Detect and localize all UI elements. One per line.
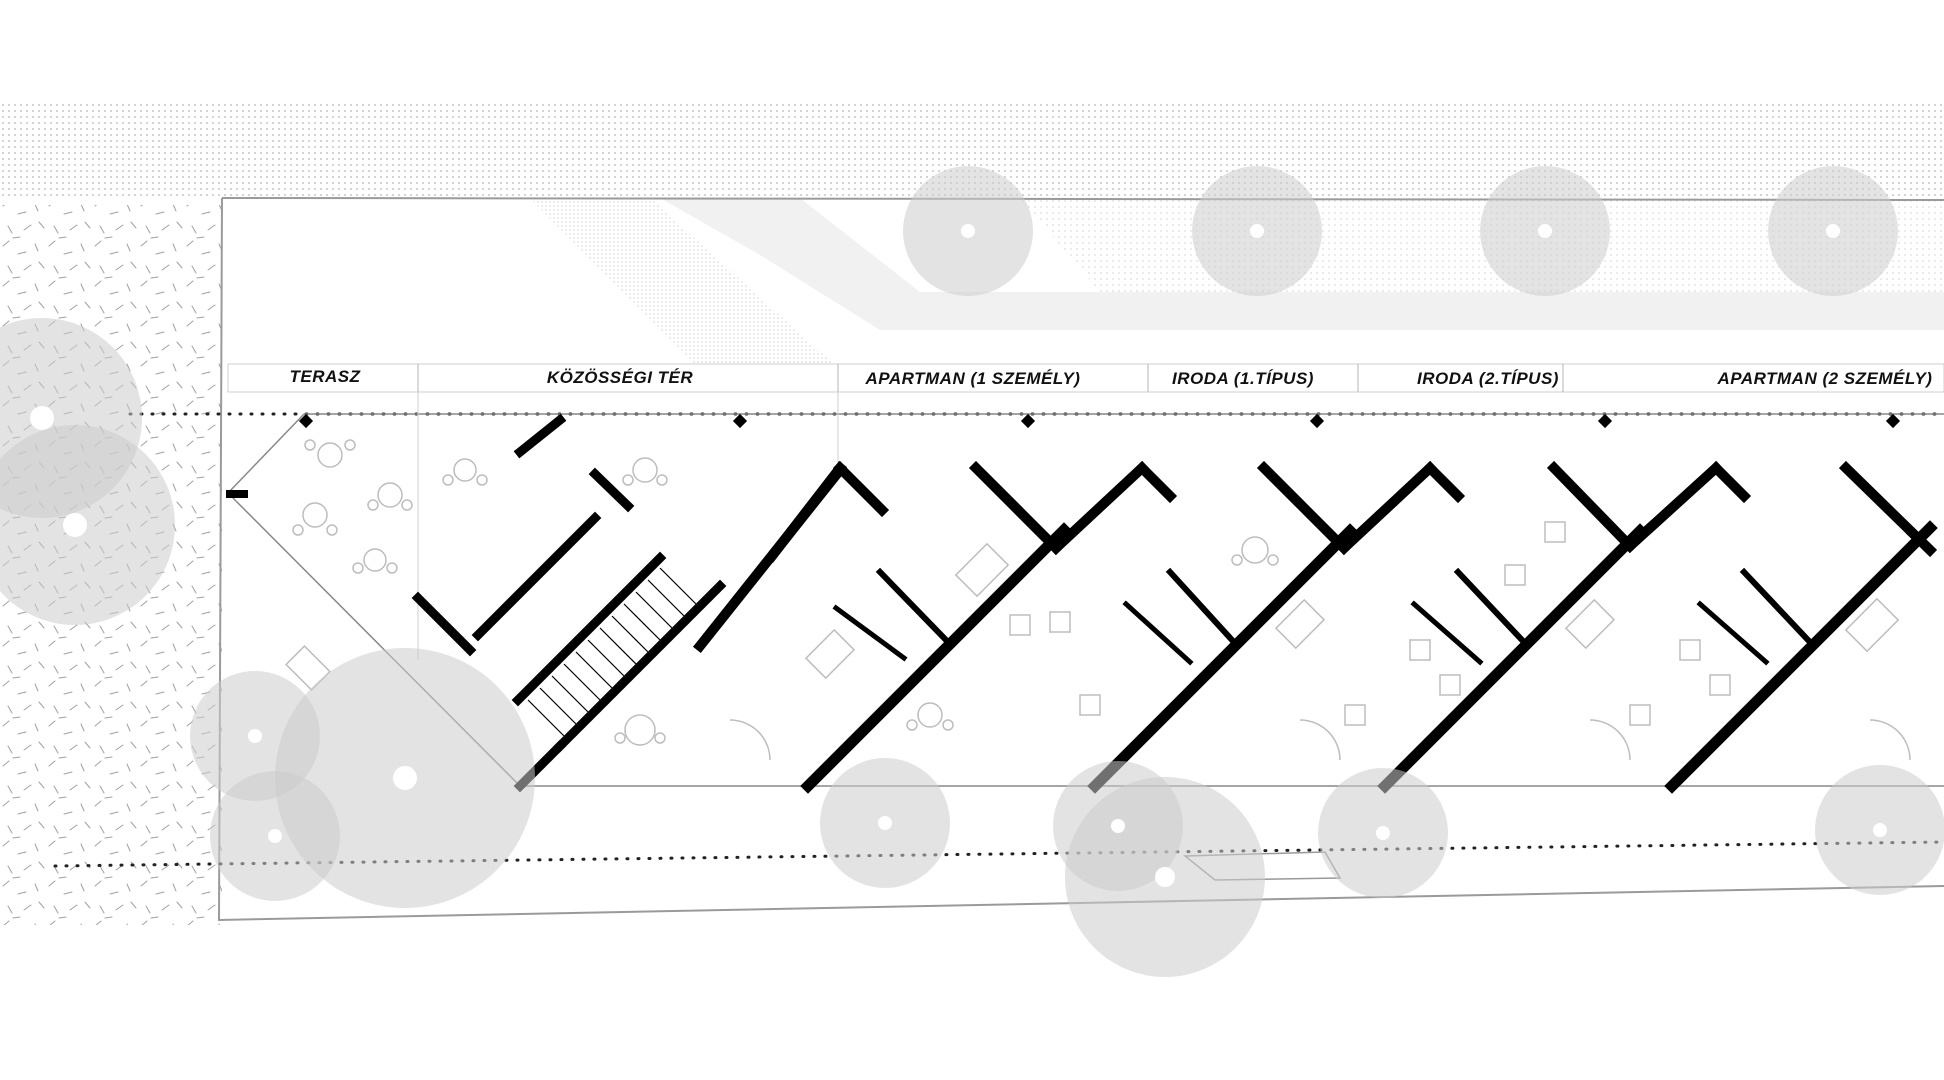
zone-label-apartman-1: APARTMAN (1 SZEMÉLY) (865, 369, 1081, 388)
zone-label-terasz: TERASZ (290, 367, 361, 386)
zone-dividers (417, 364, 1564, 392)
zone-header-band (227, 363, 1944, 393)
zone-label-iroda-1: IRODA (1.TÍPUS) (1172, 369, 1314, 388)
street-hatch-top (0, 103, 1944, 198)
zone-label-apartman-2: APARTMAN (2 SZEMÉLY) (1717, 369, 1933, 388)
zone-label-kozossegi-ter: KÖZÖSSÉGI TÉR (547, 368, 694, 387)
paving-band (660, 198, 1944, 330)
site-boundary (217, 197, 1944, 922)
columns (298, 413, 1901, 429)
tree-trunk (30, 224, 1887, 887)
courtyard-hatch (530, 198, 840, 370)
walls (226, 413, 1938, 794)
zone-label-iroda-2: IRODA (2.TÍPUS) (1417, 369, 1559, 388)
axis-line-bottom (53, 840, 1944, 868)
staircase (527, 567, 699, 739)
trees (0, 166, 1944, 977)
furniture (285, 439, 1911, 761)
